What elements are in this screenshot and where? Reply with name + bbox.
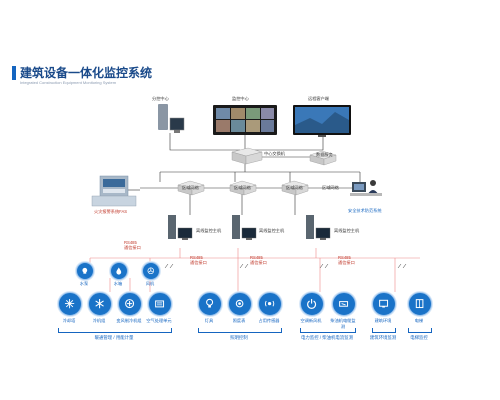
caption-bottom-6: 占用传感器 [258,318,280,323]
fan-icon [142,262,160,280]
label-zone-switch-3: 区域网络 [286,185,303,190]
bracket-env [372,328,396,333]
zone-switch-2 [229,180,257,196]
label-central-switch: 中心交换机 [264,151,285,156]
label-fire-alarm: 火灾报警系统FAS [94,209,128,214]
water-tank-icon [110,262,128,280]
caption-bottom-0: 冷却塔 [62,318,76,323]
group-env-label: 建筑环境监测 [369,335,397,340]
central-switch-device [231,147,263,165]
group-hvac-label: 暖通管理 / 用能计量 [94,335,134,340]
label-security: 安全技术防范系统 [348,208,382,213]
group-power-label: 电力监控 / 柴油机电流监测 [301,335,353,340]
caption-bottom-7: 空调新风机 [300,318,322,323]
label-rs485-2: RS485 [190,255,203,260]
security-operator [350,180,382,196]
label-comm-2: 通信接口 [190,260,207,265]
zone-switch-3 [281,180,309,196]
group-elevator-label: 电梯监控 [410,335,428,340]
bracket-power [300,328,356,333]
caption-bottom-4: 灯具 [204,318,214,323]
label-comm-1: 通信接口 [124,245,141,250]
caption-bottom-1: 冷机组 [92,318,106,323]
label-zone-switch-2: 区域网络 [234,185,251,190]
caption-top-2: 风机 [145,281,155,286]
branch-center-computer [158,104,185,133]
vav-unit-icon [118,292,142,316]
label-remote-client: 远程客户端 [308,96,329,101]
bracket-hvac [58,328,172,333]
label-rs485-1: RS485 [124,240,137,245]
page-subtitle: Integrated Construction Equipment Monito… [20,80,117,85]
label-host-2: 离线监控主机 [259,228,285,233]
label-host-1: 离线监控主机 [196,228,222,233]
host-3 [306,215,331,240]
label-comm-3: 通信接口 [250,260,267,265]
air-handler-icon [148,292,172,316]
elevator-icon [408,292,432,316]
bracket-lighting [198,328,282,333]
chiller-icon [88,292,112,316]
caption-bottom-9: 建筑环境 [374,318,392,323]
page-title: 建筑设备一体化监控系统 [20,66,153,80]
caption-bottom-8: 柴油机电缆监测 [330,318,356,329]
label-comm-4: 通信接口 [338,260,355,265]
data-server-device [309,150,337,166]
cooling-tower-icon [58,292,82,316]
host-1 [168,215,193,240]
title-accent-bar [12,66,16,80]
caption-bottom-10: 电梯 [414,318,424,323]
lamp-icon [198,292,222,316]
water-pump-icon [76,262,94,280]
caption-top-1: 水箱 [113,281,123,286]
host-2 [232,215,257,240]
label-branch-center: 分控中心 [152,96,169,101]
fire-alarm-console [91,175,137,207]
label-rs485-3: RS485 [250,255,263,260]
label-data-server: 数据服务 [316,152,333,157]
link-remote-client [250,137,324,151]
label-zone-switch-4: 区域网络 [322,185,339,190]
bracket-elevator [408,328,432,333]
label-rs485-4: RS485 [338,255,351,260]
label-host-3: 离线监控主机 [334,228,360,233]
caption-bottom-3: 空气处理单元 [146,318,172,323]
cable-monitor-icon [332,292,356,316]
illuminance-meter-icon [228,292,252,316]
caption-bottom-2: 变风制冷机组 [116,318,142,323]
zone-switch-1 [177,180,205,196]
caption-bottom-5: 照度表 [232,318,246,323]
remote-client-screen [293,105,351,137]
power-icon [300,292,324,316]
occupancy-sensor-icon [258,292,282,316]
label-zone-switch-1: 区域网络 [182,185,199,190]
group-lighting-label: 照明控制 [230,335,248,340]
label-monitor-center: 监控中心 [232,96,249,101]
environment-icon [372,292,396,316]
caption-top-0: 水泵 [79,281,89,286]
monitor-center-wall [213,105,277,135]
link-branch-center [169,133,240,151]
